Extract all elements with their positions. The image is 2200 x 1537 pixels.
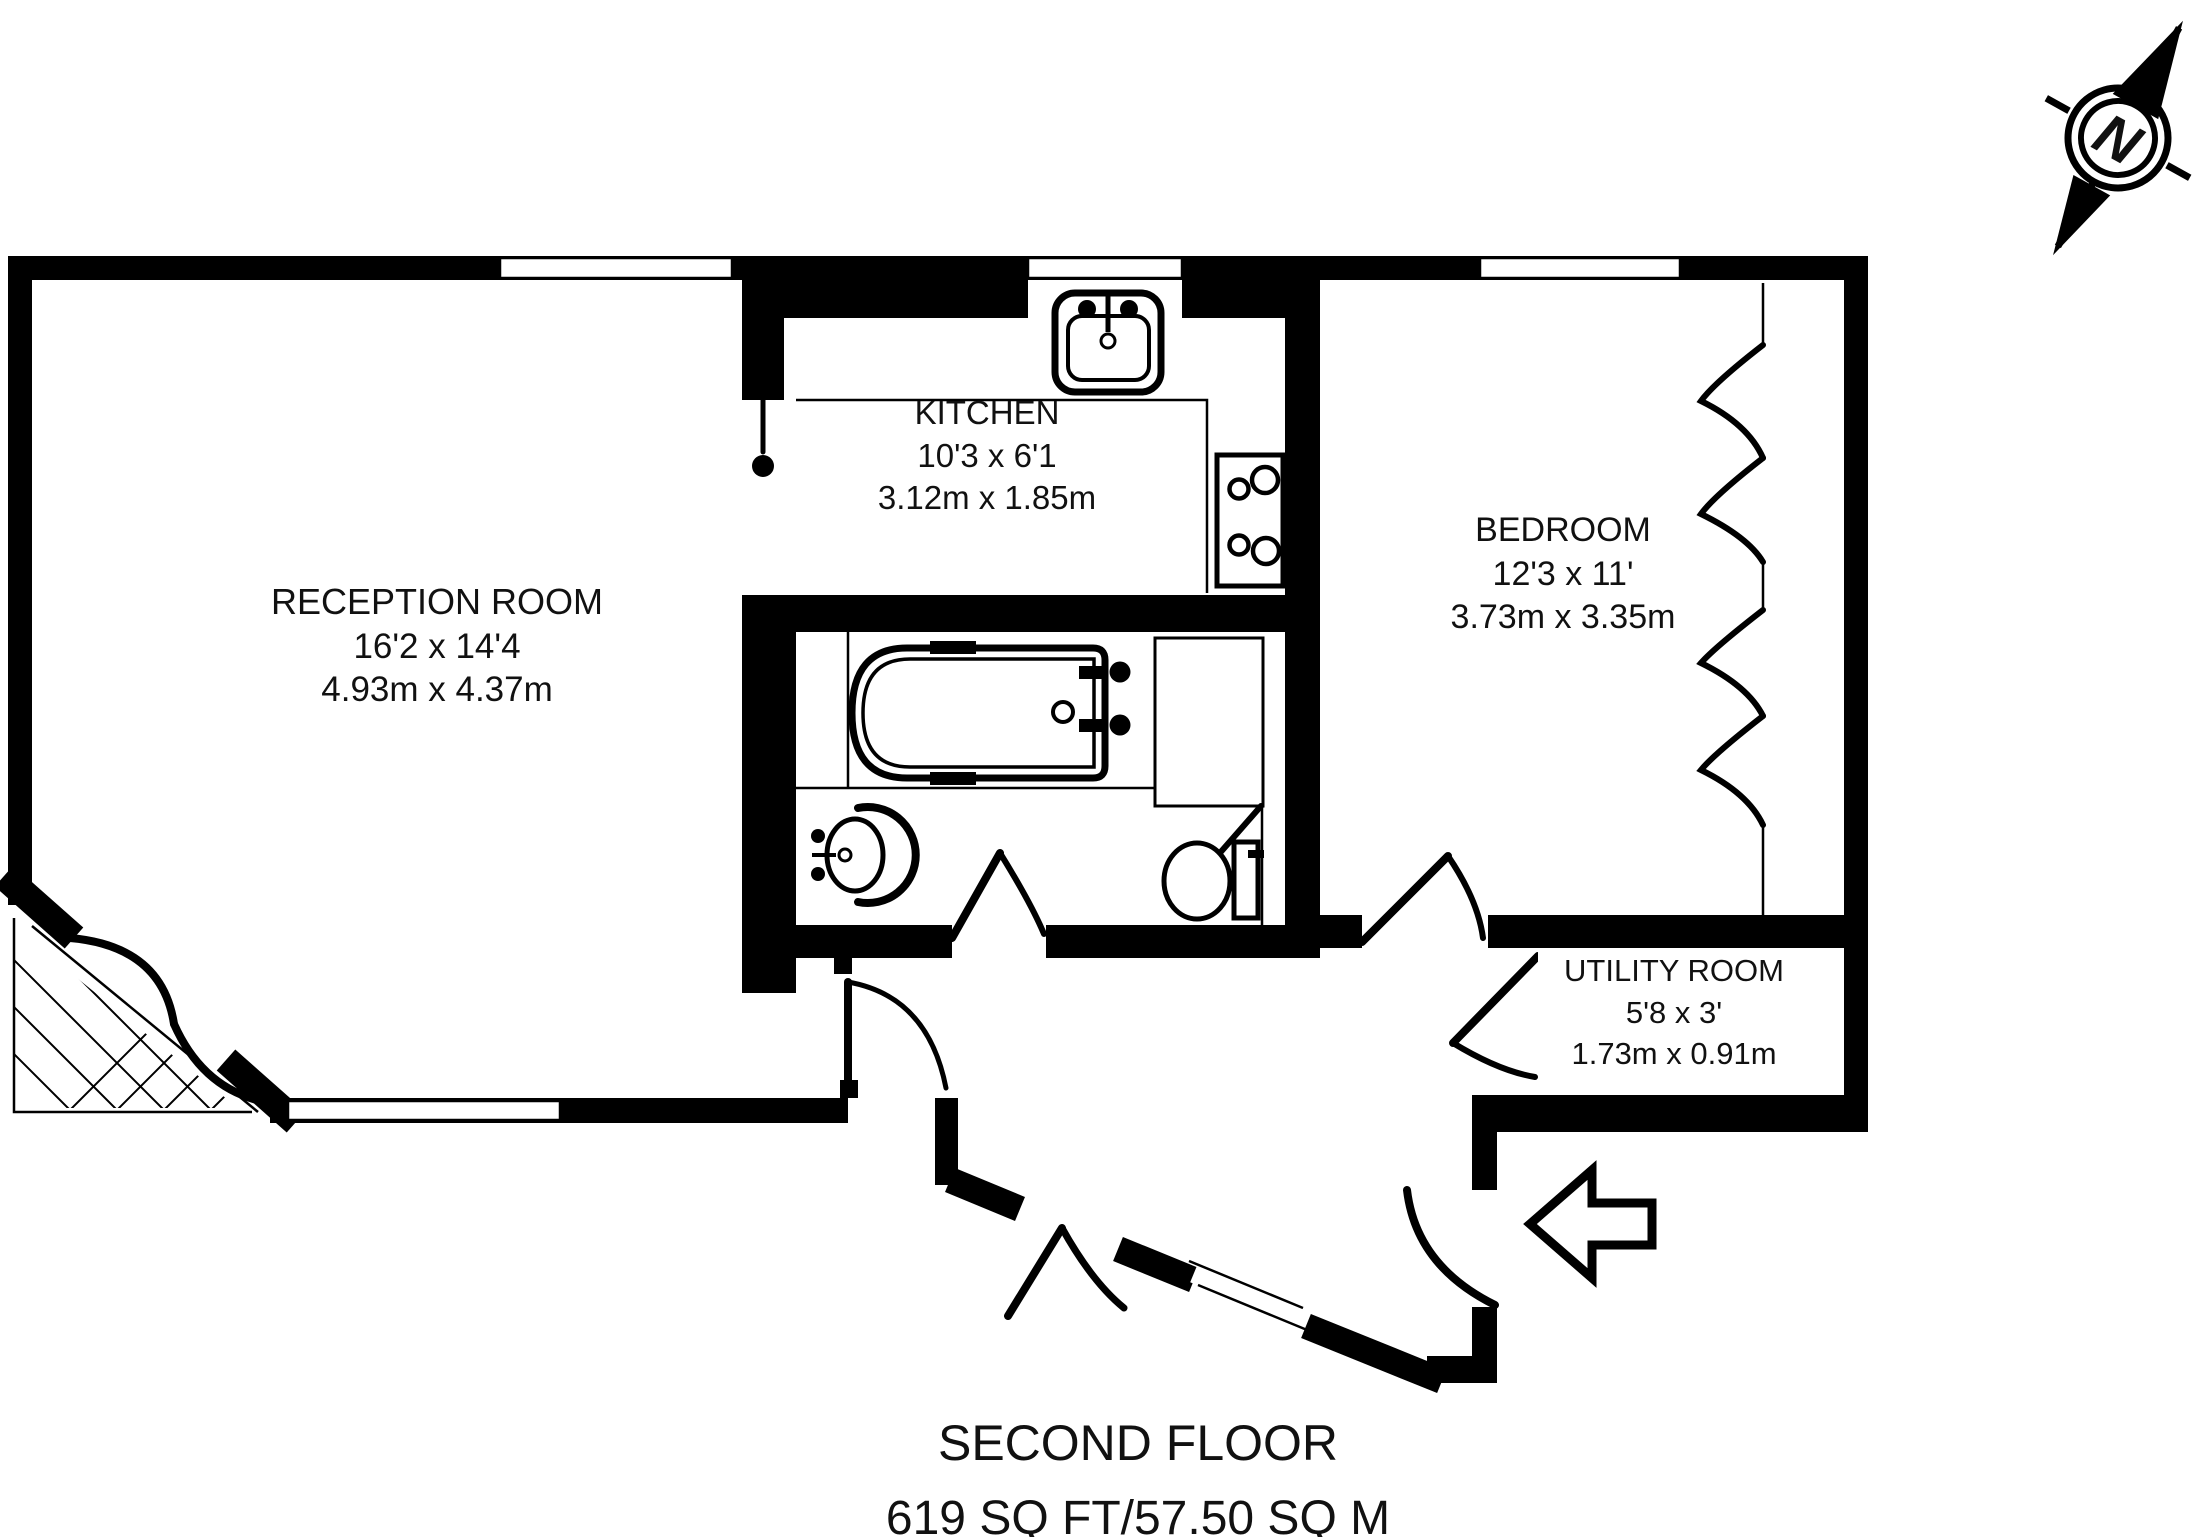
- area-label: 619 SQ FT/57.50 SQ M: [886, 1492, 1390, 1537]
- bathtub-icon: [848, 641, 1131, 785]
- utility-room-label: UTILITY ROOM 5'8 x 3' 1.73m x 0.91m: [1538, 948, 1814, 1084]
- hinge-block-hall-door-top: [834, 956, 852, 974]
- kitchen-counter-line: [796, 398, 1209, 593]
- door-landing: [1004, 1224, 1128, 1320]
- wall-bathroom-bottom-left: [742, 925, 952, 958]
- compass-tick-east: [2165, 162, 2192, 181]
- reception-room-dims-metric: 4.93m x 4.37m: [321, 670, 553, 709]
- wall-bathroom-bottom-right: [1046, 925, 1320, 958]
- utility-room-dims-imperial: 5'8 x 3': [1626, 995, 1722, 1030]
- compass-tick-west: [2044, 95, 2071, 114]
- kitchen-dims-imperial: 10'3 x 6'1: [917, 437, 1056, 474]
- balcony-door-right-icon: [170, 1020, 282, 1108]
- wall-left: [8, 256, 32, 905]
- door-bedroom: [1358, 852, 1486, 946]
- kitchen-name: KITCHEN: [915, 394, 1060, 431]
- compass-icon: N: [2044, 20, 2192, 256]
- balcony: [12, 918, 282, 1114]
- wall-bedroom-bottom-stub: [1320, 915, 1362, 948]
- basin-icon: [811, 803, 920, 907]
- wall-right: [1844, 256, 1868, 1132]
- hob-icon: [1214, 452, 1286, 589]
- wall-diagonal-c: [1301, 1313, 1447, 1394]
- utility-room-name: UTILITY ROOM: [1564, 953, 1784, 988]
- wardrobe-icon: [1696, 283, 1766, 915]
- floor-title: SECOND FLOOR: [938, 1415, 1338, 1471]
- balcony-door-left-icon: [66, 934, 178, 1028]
- kitchen-dims-metric: 3.12m x 1.85m: [878, 479, 1096, 516]
- entrance-arrow-icon: [1523, 1160, 1657, 1288]
- utility-label-background: [1538, 948, 1814, 1084]
- wall-reception-kitchen: [742, 280, 784, 400]
- bedroom-name: BEDROOM: [1475, 511, 1651, 549]
- bedroom-dims-imperial: 12'3 x 11': [1493, 555, 1634, 593]
- wall-utility-bottom: [1472, 1095, 1868, 1132]
- window-bedroom: [1478, 256, 1682, 280]
- window-reception-top: [498, 256, 734, 280]
- door-utility: [1449, 952, 1542, 1080]
- airing-cupboard: [1153, 636, 1265, 891]
- bathroom-fixtures: [796, 632, 1265, 925]
- reception-room-name: RECEPTION ROOM: [271, 581, 603, 622]
- walls: [0, 256, 1868, 1394]
- reception-room-label: RECEPTION ROOM 16'2 x 14'4 4.93m x 4.37m: [271, 581, 603, 709]
- wall-kitchen-top-right: [1182, 280, 1285, 318]
- balcony-outline: [12, 918, 252, 1114]
- door-front-entrance: [1403, 1186, 1499, 1309]
- door-bathroom: [948, 849, 1047, 942]
- kitchen-fixtures: [796, 289, 1286, 593]
- utility-room-dims-metric: 1.73m x 0.91m: [1571, 1036, 1776, 1071]
- bedroom-label: BEDROOM 12'3 x 11' 3.73m x 3.35m: [1451, 511, 1676, 636]
- wall-diagonal-a: [945, 1167, 1025, 1222]
- kitchen-label: KITCHEN 10'3 x 6'1 3.12m x 1.85m: [878, 394, 1096, 516]
- reception-room-dims-imperial: 16'2 x 14'4: [353, 627, 520, 666]
- kitchen-sink-icon: [1051, 289, 1165, 396]
- window-hall-diagonal: [1188, 1259, 1313, 1334]
- window-reception-bottom: [286, 1099, 562, 1122]
- window-kitchen: [1026, 256, 1184, 280]
- wall-balcony-stub-bottom: [216, 1049, 306, 1133]
- windows: [286, 256, 1682, 1334]
- bedroom-dims-metric: 3.73m x 3.35m: [1451, 598, 1676, 636]
- wall-hall-step: [935, 1098, 958, 1185]
- wall-diagonal-b: [1113, 1236, 1199, 1293]
- wall-utility-top: [1488, 915, 1844, 948]
- toilet-icon: [1161, 839, 1264, 922]
- compass-needle-tail: [2053, 175, 2111, 256]
- wall-kitchen-bedroom: [1285, 280, 1320, 948]
- door-kitchen-pivot: [752, 397, 774, 477]
- wall-kitchen-top-left: [784, 280, 1028, 318]
- wall-frontdoor-upper: [1472, 1132, 1497, 1190]
- compass-needle-head: [2112, 20, 2183, 120]
- door-reception-hall: [844, 978, 949, 1097]
- wall-balcony-stub-top: [0, 865, 84, 949]
- wall-frontdoor-lower: [1472, 1307, 1497, 1360]
- doors: [752, 397, 1542, 1320]
- wall-kitchen-bottom: [742, 595, 1285, 632]
